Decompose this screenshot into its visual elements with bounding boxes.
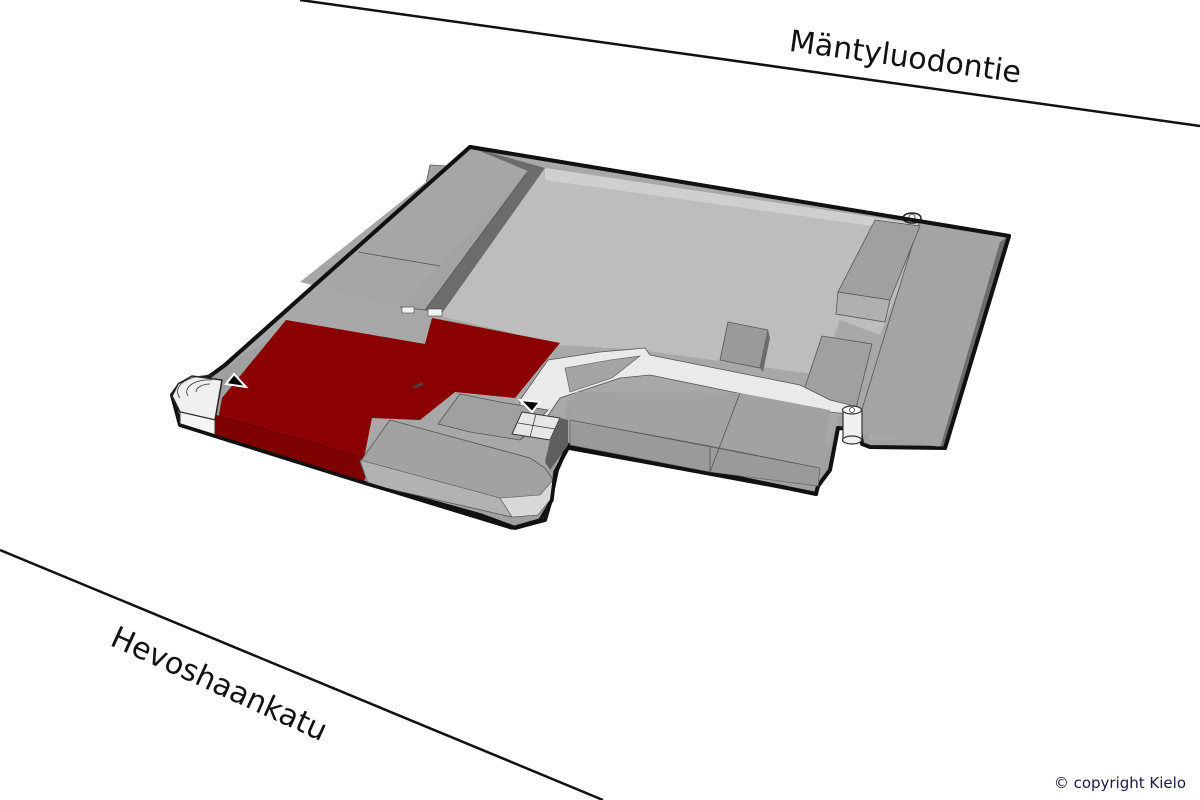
road-line-hevoshaankatu (0, 548, 604, 800)
south-rounded-block (359, 419, 554, 518)
road-line-mantyluodontie (299, 0, 1200, 128)
entrance-marker-west[interactable] (224, 372, 249, 389)
highlighted-unit[interactable] (214, 318, 560, 484)
copyright-notice: © copyright Kielo (1053, 774, 1186, 792)
stair-box-center (511, 411, 568, 470)
building (170, 145, 1011, 530)
west-round-stair (171, 375, 223, 437)
cylinder-stair-east (841, 405, 863, 445)
entrance-marker-center[interactable] (517, 398, 542, 414)
